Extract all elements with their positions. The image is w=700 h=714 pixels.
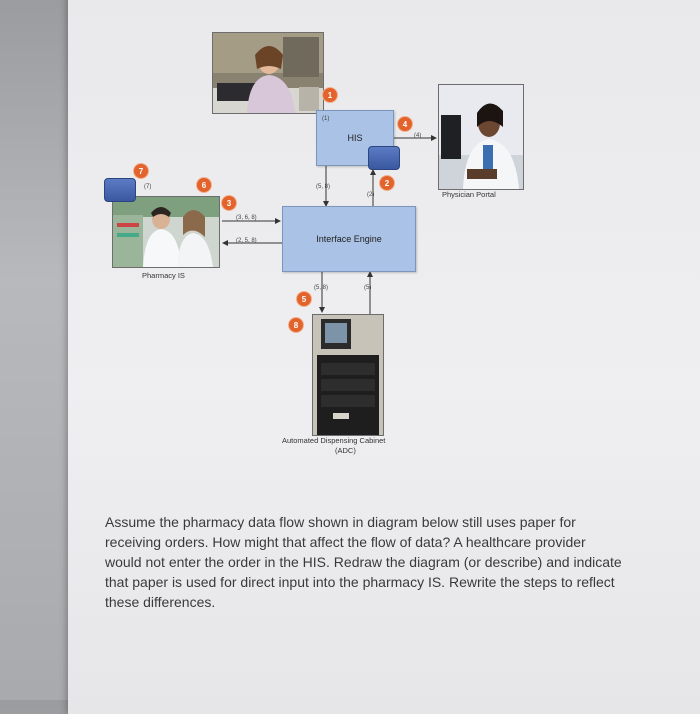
step-badge-3: 3 [222,196,236,210]
step-badge-1: 1 [323,88,337,102]
arrow-label-engine-to-adc: (5, 8) [314,285,329,291]
adc-label-line1: Automated Dispensing Cabinet [282,436,386,445]
arrow-label-pharmacy-in: (2, 5, 8) [236,238,257,244]
arrow-label-pharmacy-db: (7) [144,184,152,190]
arrow-label-his-to-engine: (5, 8) [316,184,331,190]
pharmacy-is-label: Pharmacy IS [142,271,185,280]
his-database-icon [368,146,400,170]
his-label: HIS [347,133,363,143]
adc-label-line2: (ADC) [335,446,356,455]
adc-photo [312,314,384,436]
pharmacy-database-icon [104,178,136,202]
interface-engine-label: Interface Engine [316,234,382,244]
arrow-label-pharmacy-out: (3, 6, 8) [236,215,257,221]
step-badge-5: 5 [297,292,311,306]
step-badge-6: 6 [197,178,211,192]
arrow-label-engine-to-his: (2) [367,192,375,198]
physician-portal-label: Physician Portal [442,190,496,199]
his-user-photo [212,32,324,114]
his-box: HIS [316,110,394,166]
physician-portal-photo [438,84,524,190]
step-badge-7: 7 [134,164,148,178]
pharmacy-is-photo [112,196,220,268]
interface-engine-box: Interface Engine [282,206,416,272]
his-step-label: (1) [322,116,330,122]
question-text: Assume the pharmacy data flow shown in d… [105,514,622,610]
arrow-label-his-to-portal: (4) [414,133,422,139]
step-badge-4: 4 [398,117,412,131]
arrow-label-adc-to-engine: (5) [364,285,372,291]
step-badge-8: 8 [289,318,303,332]
step-badge-2: 2 [380,176,394,190]
